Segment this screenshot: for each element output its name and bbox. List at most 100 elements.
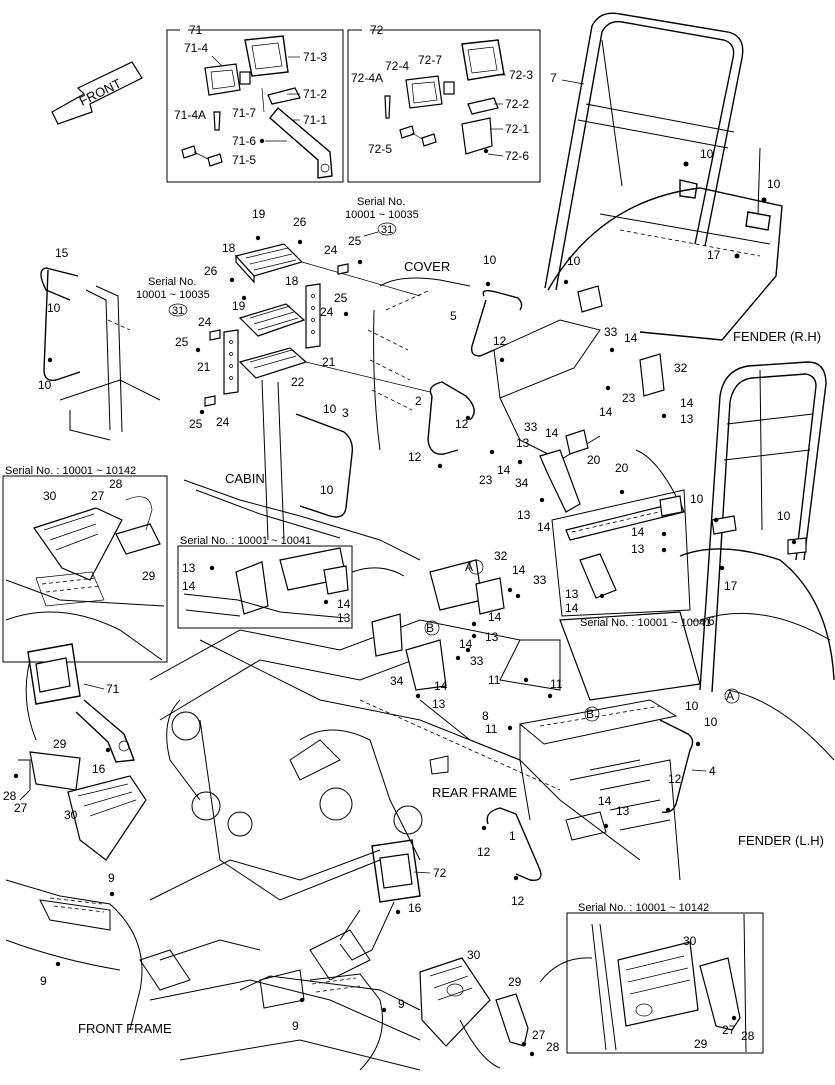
- label-27-b: 27: [14, 801, 28, 815]
- ref-b-right: B: [586, 707, 594, 721]
- serial-35-b-line2: 10001 ~ 10035: [136, 289, 210, 301]
- label-12-e: 12: [477, 845, 491, 859]
- label-13-c: 13: [517, 508, 531, 522]
- label-71-6: 71-6: [232, 134, 256, 148]
- cabin: CABIN: [183, 379, 421, 561]
- label-10-l: 10: [704, 715, 718, 729]
- label-72-4: 72-4: [385, 59, 409, 73]
- label-14-i: 14: [631, 525, 645, 539]
- label-33-c: 33: [533, 573, 547, 587]
- label-10-g: 10: [320, 483, 334, 497]
- label-6: 6: [708, 614, 715, 628]
- label-2: 2: [415, 394, 422, 408]
- label-17-top: 17: [707, 248, 721, 262]
- cabin-label: CABIN: [225, 471, 265, 486]
- label-14-c: 14: [680, 396, 694, 410]
- label-12-b: 12: [455, 417, 469, 431]
- label-10-i: 10: [690, 492, 704, 506]
- label-28-b: 28: [3, 789, 17, 803]
- label-23-a: 23: [622, 391, 636, 405]
- label-13-i: 13: [432, 697, 446, 711]
- label-25-c: 25: [175, 335, 189, 349]
- rear-frame: REAR FRAME: [149, 559, 561, 901]
- label-21-b: 21: [322, 355, 336, 369]
- label-12-d: 12: [668, 772, 682, 786]
- label-32-a: 32: [674, 361, 688, 375]
- label-12-a: 12: [493, 334, 507, 348]
- label-13-h: 13: [485, 630, 499, 644]
- label-9-d: 9: [398, 997, 405, 1011]
- label-72-2: 72-2: [505, 97, 529, 111]
- cover-label: COVER: [404, 259, 450, 274]
- serial-35-a-line2: 10001 ~ 10035: [345, 209, 419, 221]
- label-18-a: 18: [222, 241, 236, 255]
- label-71-header: 71: [189, 23, 203, 37]
- label-14-b: 14: [599, 405, 613, 419]
- label-30-b: 30: [64, 808, 78, 822]
- label-30-d: 30: [683, 934, 697, 948]
- fender-rh-label: FENDER (R.H): [733, 329, 821, 344]
- label-1: 1: [509, 829, 516, 843]
- label-33-b: 33: [524, 420, 538, 434]
- label-25-b: 25: [334, 291, 348, 305]
- label-9-a: 9: [108, 871, 115, 885]
- front-frame-label: FRONT FRAME: [78, 1021, 172, 1036]
- label-20-b: 20: [615, 461, 629, 475]
- label-10-k: 10: [685, 699, 699, 713]
- label-10-b: 10: [767, 177, 781, 191]
- bracket-cluster-rh: [539, 353, 665, 513]
- ref-a-right: A: [726, 689, 734, 703]
- step-29-30-left: [18, 751, 147, 861]
- label-10-c: 10: [47, 301, 61, 315]
- label-10-d: 10: [38, 378, 52, 392]
- label-13-d: 13: [182, 561, 196, 575]
- inset-left-serial-10142: [2, 475, 168, 663]
- lamp-72-assembly: [339, 839, 421, 961]
- label-14-e: 14: [497, 463, 511, 477]
- inset-bottom-right-serial-10142: [566, 912, 764, 1054]
- handrail-7: [544, 12, 771, 291]
- step-29-30-center: [419, 957, 529, 1069]
- serial-41-a: Serial No. : 10001 ~ 10041: [180, 535, 311, 547]
- label-27-c: 27: [532, 1028, 546, 1042]
- label-11-b: 11: [550, 677, 563, 691]
- label-71-1: 71-1: [303, 113, 327, 127]
- label-24-b: 24: [320, 305, 334, 319]
- label-24-c: 24: [198, 315, 212, 329]
- label-29-d: 29: [694, 1037, 708, 1051]
- label-13-b: 13: [516, 436, 530, 450]
- label-30-c: 30: [467, 948, 481, 962]
- label-14-k: 14: [512, 563, 526, 577]
- label-33-d: 33: [470, 654, 484, 668]
- label-13-j: 13: [616, 804, 630, 818]
- label-9-b: 9: [40, 974, 47, 988]
- label-17-mid: 17: [724, 579, 738, 593]
- label-10-f: 10: [323, 402, 337, 416]
- rear-step-assembly: [486, 611, 701, 881]
- inset-72: 72 72-4 72-7 72-3 72-4A 72-2 72-1 72-6 7…: [347, 23, 541, 183]
- label-25-d: 25: [189, 417, 203, 431]
- label-3: 3: [342, 406, 349, 420]
- label-71-main: 71: [106, 682, 120, 696]
- label-13-g: 13: [565, 587, 579, 601]
- label-15: 15: [55, 246, 69, 260]
- label-27-a: 27: [91, 489, 105, 503]
- label-34-b: 34: [390, 674, 404, 688]
- label-34-a: 34: [515, 476, 529, 490]
- label-72-7: 72-7: [418, 53, 442, 67]
- label-12-f: 12: [511, 894, 525, 908]
- serial-35-a-line1: Serial No.: [357, 196, 405, 208]
- label-16-b: 16: [408, 901, 422, 915]
- label-29-a: 29: [142, 569, 156, 583]
- label-11-a: 11: [488, 673, 501, 687]
- label-20-a: 20: [587, 453, 601, 467]
- label-14-j: 14: [565, 601, 579, 615]
- label-72-5: 72-5: [368, 142, 392, 156]
- steps-assembly: [223, 243, 431, 395]
- ref-b-left: B: [426, 621, 434, 635]
- inset-center-serial-10041: [177, 545, 353, 629]
- label-72-6: 72-6: [505, 149, 529, 163]
- cover-assembly: COVER: [295, 259, 601, 518]
- handrail-6: [699, 361, 827, 693]
